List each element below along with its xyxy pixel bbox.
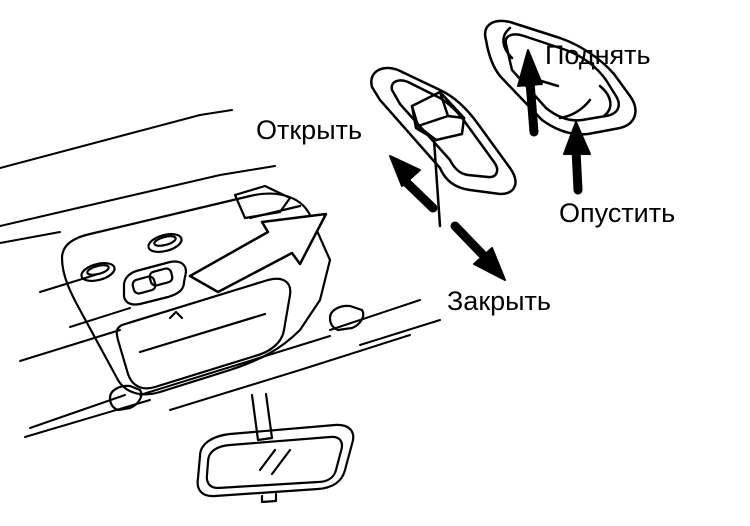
close-arrow-icon [450, 221, 506, 281]
roof-lines [0, 109, 441, 438]
tilt-switch-icon [483, 19, 637, 136]
raise-arrow-icon [517, 49, 543, 137]
pointer-arrow [188, 212, 328, 294]
label-close: Закрыть [447, 286, 551, 316]
rearview-mirror-icon [196, 392, 355, 504]
label-open: Открыть [256, 115, 363, 145]
lower-arrow-icon [563, 121, 591, 195]
direction-arrows [389, 49, 591, 281]
open-arrow-icon [389, 155, 438, 213]
label-lower: Опустить [559, 198, 676, 228]
overhead-console-icon [60, 184, 365, 412]
label-raise: Поднять [545, 40, 651, 70]
slide-switch-icon [370, 66, 517, 228]
